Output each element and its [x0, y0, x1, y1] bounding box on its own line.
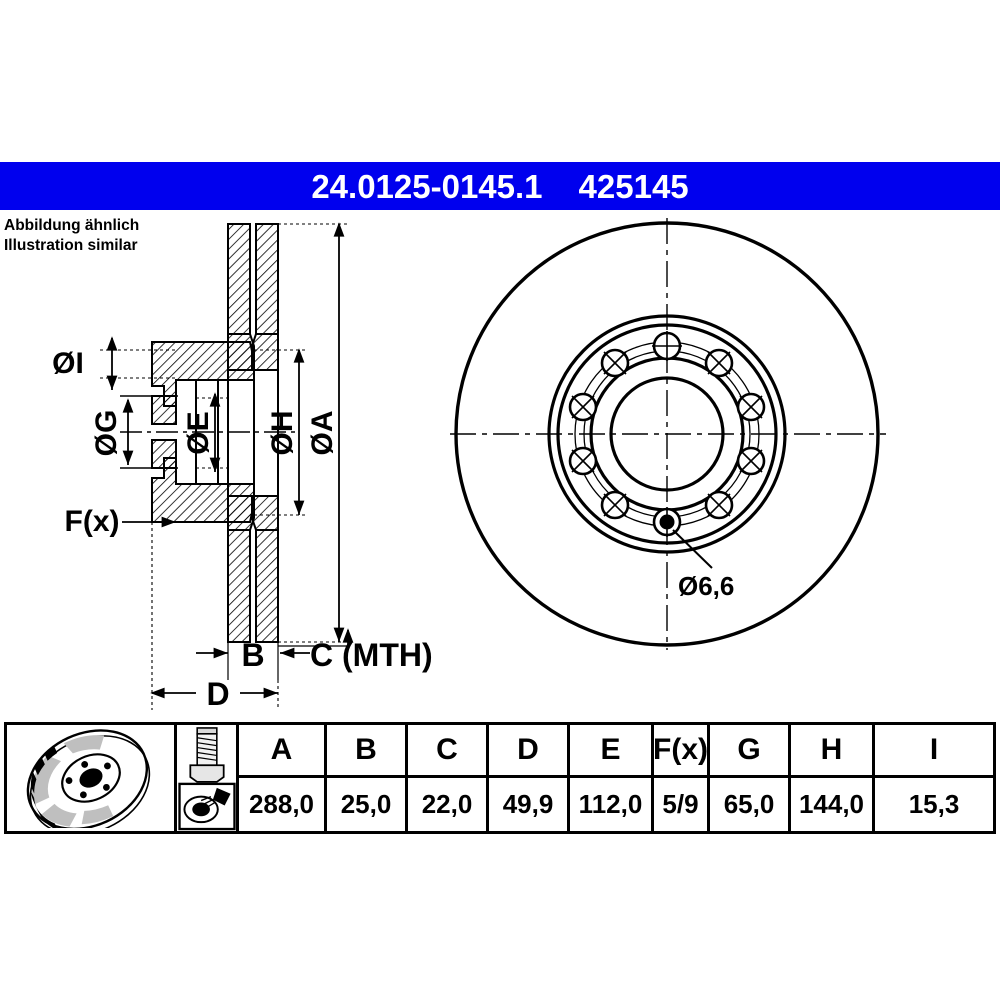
bolt-hole-callout [652, 507, 682, 537]
bolt-hole [704, 348, 734, 378]
spec-table: A 288,0 B 25,0 C 22,0 D 49,9 E 112,0 F(x… [4, 722, 996, 834]
dimension-C: C (MTH) [278, 628, 433, 673]
spec-value-C: 22,0 [421, 789, 473, 819]
title-bar: 24.0125-0145.1 425145 [0, 162, 1000, 210]
bolt-hole [600, 490, 630, 520]
dimension-B: B [196, 637, 310, 680]
illustration-note-en: Illustration similar [4, 236, 138, 254]
bolt-coating-icon-cell [177, 725, 239, 831]
brake-disc-icon-cell [7, 725, 177, 831]
center-bore [609, 376, 725, 492]
spec-value-A: 288,0 [248, 789, 315, 819]
dimension-label-E: ØE [182, 411, 215, 454]
illustration-note-de: Abbildung ähnlich [4, 217, 140, 234]
spec-column-A: A 288,0 [239, 725, 327, 831]
dimension-label-I: ØI [52, 347, 84, 380]
spec-column-Fx: F(x) 5/9 [653, 725, 710, 831]
coated-disc-icon [177, 782, 236, 831]
spec-column-I: I 15,3 [875, 725, 993, 831]
friction-ring-inner-edge [547, 314, 787, 554]
dimension-label-H: ØH [266, 411, 299, 456]
dimension-label-Fx: F(x) [65, 505, 120, 538]
dimension-I: ØI [52, 336, 178, 390]
bolt-hole [736, 392, 766, 422]
bolt-hole [568, 392, 598, 422]
spec-column-C: C 22,0 [408, 725, 489, 831]
dimension-D: D [150, 522, 279, 712]
spec-header-H: H [791, 725, 872, 778]
hole-callout: Ø6,6 [672, 529, 734, 601]
spec-value-I: 15,3 [908, 789, 960, 819]
spec-column-B: B 25,0 [327, 725, 408, 831]
dimension-H: ØH [254, 348, 308, 516]
bolt-hole [600, 348, 630, 378]
cross-section-view: ØA ØH ØE ØG [52, 222, 433, 712]
spec-value-G: 65,0 [723, 789, 775, 819]
hat-outer-edge [556, 323, 778, 545]
spec-value-E: 112,0 [578, 789, 643, 819]
front-view: Ø6,6 [450, 218, 886, 650]
dimension-Fx: F(x) [65, 505, 176, 538]
bolt-hole [568, 446, 598, 476]
spec-value-B: 25,0 [340, 789, 392, 819]
spec-value-H: 144,0 [798, 789, 865, 819]
dimension-E: ØE [182, 392, 230, 472]
dimension-G: ØG [90, 395, 178, 469]
bolt-hole [704, 490, 734, 520]
spec-header-E: E [570, 725, 651, 778]
spec-column-G: G 65,0 [710, 725, 791, 831]
dimension-A: ØA [278, 222, 348, 643]
part-number: 24.0125-0145.1 [311, 167, 543, 205]
brake-disc-icon [26, 729, 150, 828]
bolt-hole-group [568, 331, 766, 537]
dimension-label-G: ØG [90, 410, 123, 457]
spec-header-A: A [239, 725, 324, 778]
dimension-label-C: C (MTH) [310, 637, 433, 673]
spec-header-Fx: F(x) [653, 725, 708, 778]
hub-hat-lower [151, 439, 255, 523]
spec-value-Fx: 5/9 [662, 789, 699, 819]
bolt-hole [652, 331, 682, 361]
dimension-label-B: B [241, 637, 264, 673]
dimension-label-A: ØA [306, 411, 339, 456]
spec-column-E: E 112,0 [570, 725, 654, 831]
spec-header-I: I [875, 725, 993, 778]
spec-value-D: 49,9 [502, 789, 554, 819]
illustration-note: Abbildung ähnlich Illustration similar [4, 216, 139, 256]
spec-header-D: D [489, 725, 567, 778]
dimension-label-D: D [206, 676, 229, 712]
spec-header-G: G [710, 725, 788, 778]
bolt-icon [177, 727, 236, 831]
technical-drawing: ØA ØH ØE ØG [52, 218, 886, 712]
reference-number: 425145 [578, 167, 689, 205]
hole-callout-label: Ø6,6 [678, 571, 734, 601]
spec-column-D: D 49,9 [489, 725, 570, 831]
disc-outer-edge [454, 221, 880, 647]
bolt-hole [736, 446, 766, 476]
spec-column-H: H 144,0 [791, 725, 875, 831]
spec-header-B: B [327, 725, 405, 778]
spec-header-C: C [408, 725, 486, 778]
